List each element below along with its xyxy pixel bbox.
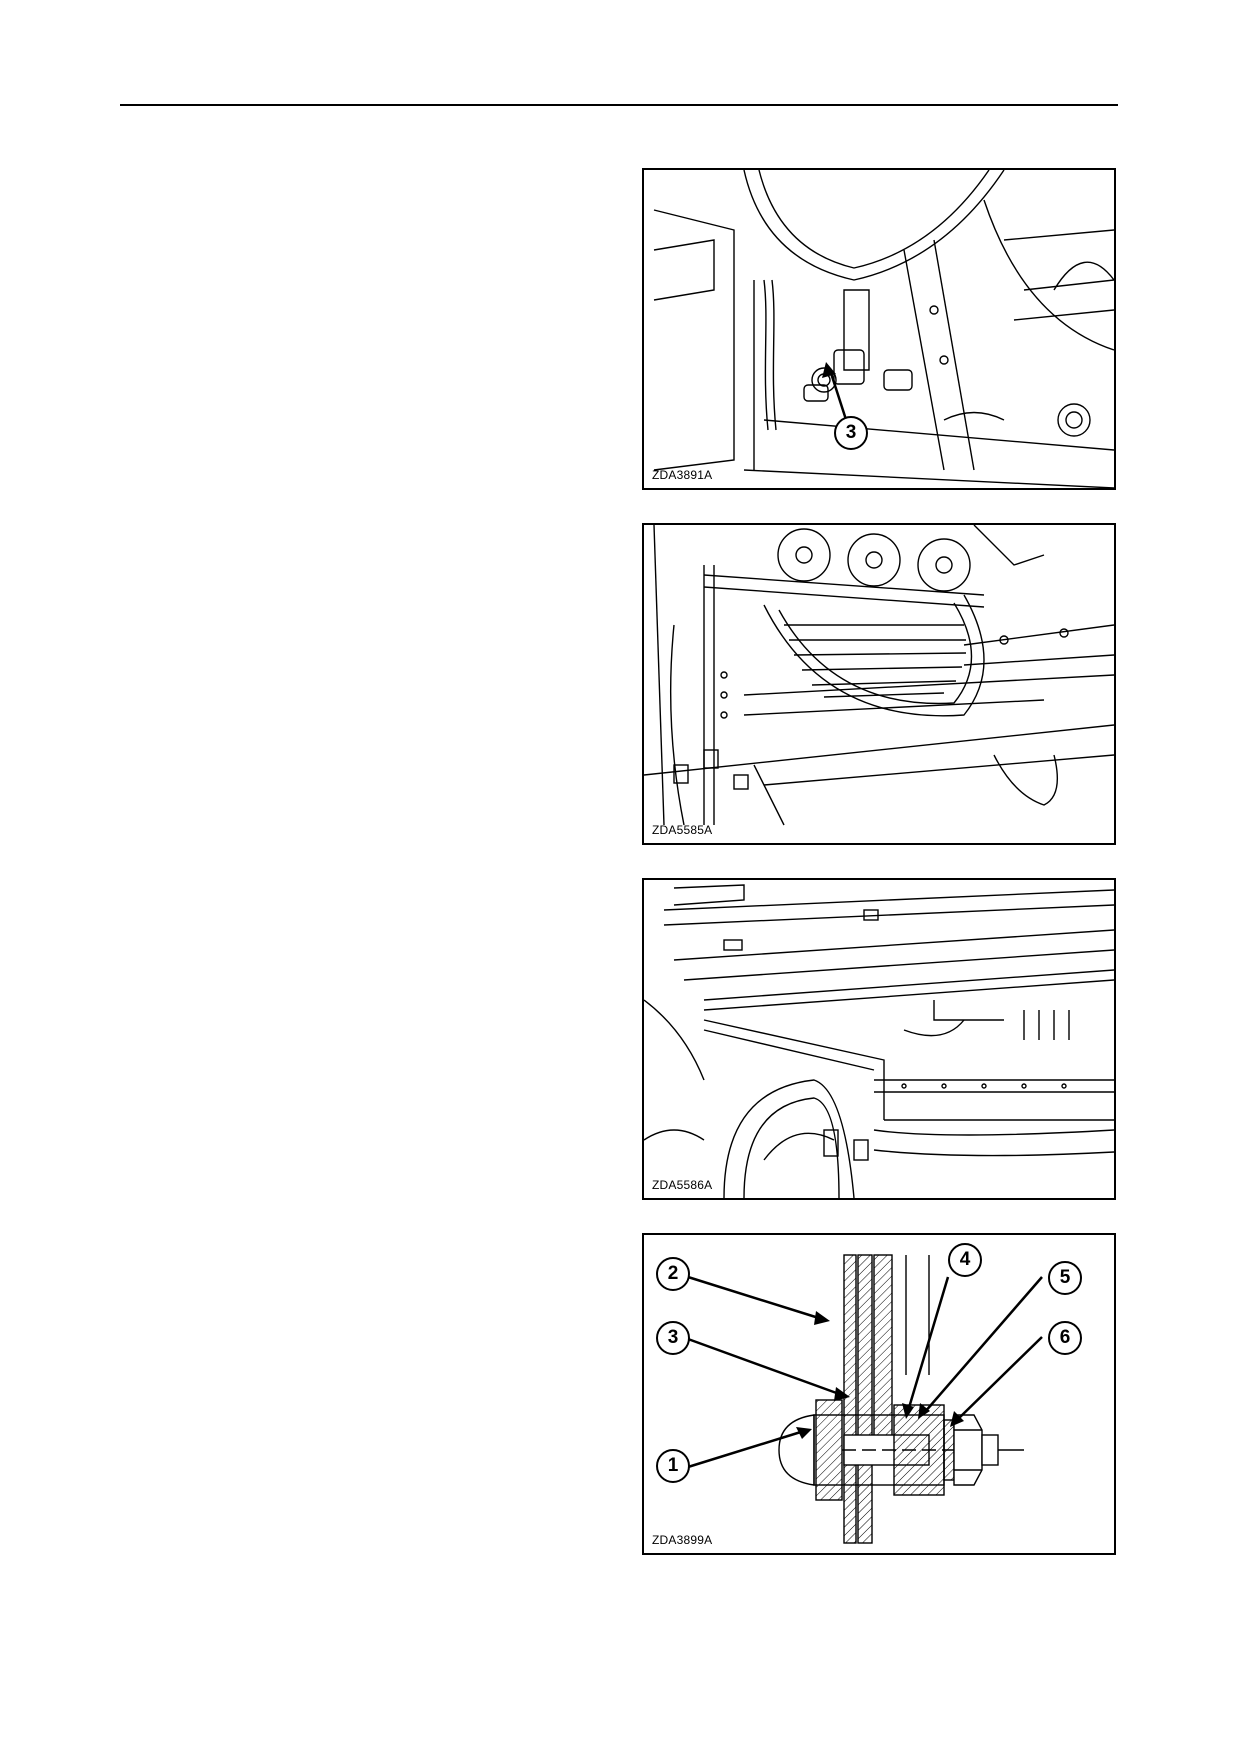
illustration-bolt-under-fender <box>653 170 1114 488</box>
callout-3: 3 <box>656 1321 690 1355</box>
callout-2: 2 <box>656 1257 690 1291</box>
figure-id: ZDA5585A <box>652 823 713 837</box>
figure-id: ZDA5586A <box>652 1178 713 1192</box>
figure-zda3891a: 3 ZDA3891A <box>642 168 1116 490</box>
callout-4: 4 <box>948 1243 982 1277</box>
illustration-concave-assembly <box>644 525 1114 826</box>
header-rule <box>120 104 1118 106</box>
illustration-sieve-rail <box>644 884 1114 1198</box>
figure-zda5586a: ZDA5586A <box>642 878 1116 1200</box>
illustration-bolt-cross-section <box>687 1254 1043 1544</box>
callout-6: 6 <box>1048 1321 1082 1355</box>
callout-1: 1 <box>656 1449 690 1483</box>
figure-id: ZDA3899A <box>652 1533 713 1547</box>
callout-5: 5 <box>1048 1261 1082 1295</box>
figure-zda5585a: ZDA5585A <box>642 523 1116 845</box>
figure-zda3899a: 2 3 1 4 5 6 ZDA3899A <box>642 1233 1116 1555</box>
callout-3: 3 <box>834 416 868 450</box>
figure-id: ZDA3891A <box>652 468 713 482</box>
